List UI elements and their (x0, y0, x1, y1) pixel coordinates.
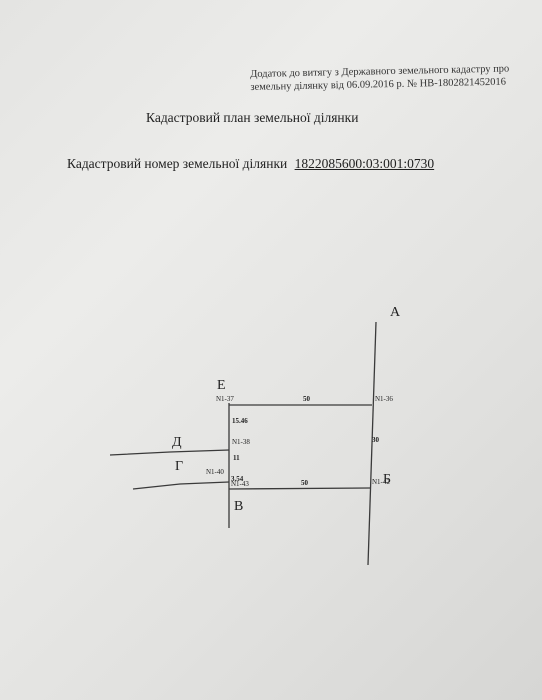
plan-title: Кадастровий план земельної ділянки (146, 110, 359, 125)
dimension-top-side: 50 (303, 395, 311, 403)
dimension-bottom-side: 50 (301, 479, 309, 487)
point-n1-38: N1-38 (232, 438, 250, 446)
point-n1-42: N1-42 (372, 478, 390, 486)
cadastral-number-label: Кадастровий номер земельної ділянки (67, 156, 288, 171)
letter-e: Е (217, 378, 226, 393)
dimension-left-upper: 15.46 (232, 417, 248, 425)
point-n1-43: N1-43 (231, 480, 249, 488)
letter-b: Б (383, 472, 391, 487)
boundary-line-g (132, 481, 230, 490)
point-n1-37: N1-37 (216, 395, 234, 403)
cadastral-number-value: 1822085600:03:001:0730 (294, 156, 435, 171)
boundary-line-d (109, 449, 230, 456)
letter-d: Д (172, 435, 182, 450)
dimension-right-side: 30 (372, 436, 380, 444)
parcel-bottom-side (228, 487, 371, 490)
dimension-left-middle: 11 (233, 454, 240, 462)
letter-v: В (234, 499, 243, 514)
boundary-line-a (367, 321, 377, 566)
point-n1-40: N1-40 (206, 468, 224, 476)
letter-g: Г (175, 459, 183, 474)
dimension-left-lower: 3.54 (231, 475, 244, 483)
point-n1-36: N1-36 (375, 395, 393, 403)
cadastral-number-row: Кадастровий номер земельної ділянки 1822… (67, 156, 434, 172)
letter-a: А (390, 305, 401, 320)
